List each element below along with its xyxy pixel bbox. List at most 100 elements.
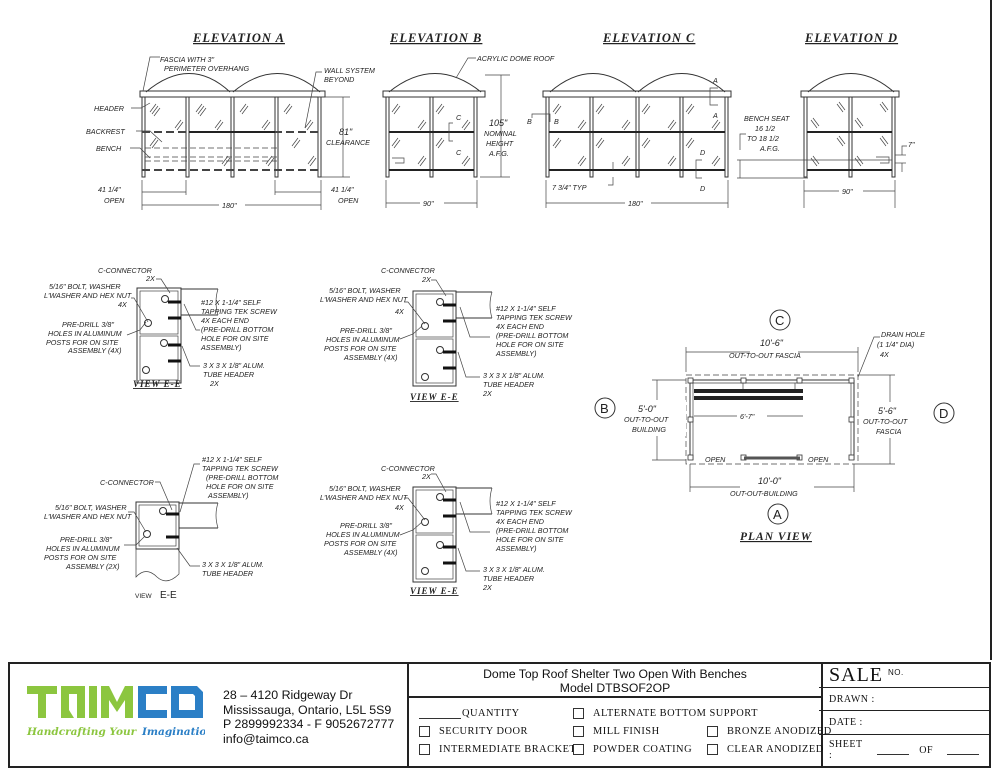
svg-text:POSTS FOR ON SITE: POSTS FOR ON SITE: [324, 539, 396, 548]
svg-text:4X EACH END: 4X EACH END: [496, 517, 544, 526]
sheet-number-input[interactable]: [877, 746, 910, 755]
label-left-dim: 5'-0": [638, 404, 657, 414]
label-bottom-dim: 10'-0": [758, 476, 782, 486]
label-bolt: 5/16" BOLT, WASHER: [329, 286, 401, 295]
label-height: 105": [489, 118, 508, 128]
svg-text:ASSEMBLY (4X): ASSEMBLY (4X): [343, 548, 398, 557]
svg-text:A: A: [773, 507, 782, 522]
label-clearance: 81": [339, 127, 353, 137]
glass-hatch: [149, 103, 317, 167]
svg-text:2X: 2X: [482, 389, 493, 398]
email-link[interactable]: info@taimco.ca: [223, 731, 309, 746]
svg-text:ASSEMBLY): ASSEMBLY): [495, 349, 536, 358]
label-c-connector: C-CONNECTOR: [381, 266, 435, 275]
date-row[interactable]: DATE :: [819, 711, 989, 735]
sale-label: SALE: [829, 664, 883, 686]
svg-text:POSTS FOR ON SITE: POSTS FOR ON SITE: [44, 553, 116, 562]
fascia: [139, 90, 326, 98]
label-clearance: CLEARANCE: [326, 138, 370, 147]
elevation-c-title: ELEVATION C: [602, 31, 695, 45]
label-screw: #12 X 1-1/4" SELF: [201, 298, 261, 307]
label-height: A.F.G.: [488, 149, 509, 158]
label-open-right: 41 1/4": [331, 185, 354, 194]
company-address: 28 – 4120 Ridgeway Dr Mississauga, Ontar…: [223, 688, 394, 746]
drawn-row[interactable]: DRAWN :: [819, 688, 989, 711]
marker-b: [594, 397, 616, 419]
marker-c: [769, 309, 791, 331]
svg-text:L'WASHER AND HEX NUT: L'WASHER AND HEX NUT: [320, 295, 408, 304]
label-width: 90": [842, 187, 853, 196]
section-marker-c: C: [456, 113, 462, 122]
address-line: Mississauga, Ontario, L5L 5S9: [223, 702, 392, 717]
sale-block: SALE NO. DRAWN : DATE : SHEET : OF: [819, 664, 989, 766]
section-marker-a: A: [712, 76, 718, 85]
checkbox[interactable]: [573, 708, 584, 719]
label-tube-header: 3 X 3 X 1/8" ALUM.: [483, 565, 545, 574]
logo-tagline: Handcrafting Your: [26, 726, 138, 738]
label-top-dim: 10'-6": [760, 338, 784, 348]
checkbox[interactable]: [573, 744, 584, 755]
svg-text:2X: 2X: [421, 472, 432, 481]
fascia: [542, 90, 732, 98]
svg-text:ASSEMBLY (4X): ASSEMBLY (4X): [343, 353, 398, 362]
posts: [141, 96, 322, 178]
quantity-field[interactable]: QUANTITY: [419, 708, 520, 719]
svg-text:2X: 2X: [145, 274, 156, 283]
label-bench-seat: TO 18 1/2: [747, 134, 779, 143]
svg-text:HOLE FOR ON SITE: HOLE FOR ON SITE: [201, 334, 269, 343]
svg-text:C: C: [775, 313, 784, 328]
checkbox-mill-finish[interactable]: MILL FINISH: [573, 726, 660, 737]
svg-text:B: B: [600, 401, 609, 416]
quantity-input[interactable]: [419, 709, 461, 719]
label-bench: BENCH: [96, 144, 122, 153]
checkbox[interactable]: [573, 726, 584, 737]
checkbox[interactable]: [707, 726, 718, 737]
svg-text:4X EACH END: 4X EACH END: [201, 316, 249, 325]
section-marker-a: A: [712, 111, 718, 120]
svg-text:ASSEMBLY): ASSEMBLY): [207, 491, 248, 500]
label-predrill: PRE-DRILL 3/8": [60, 535, 112, 544]
label-open-left: 41 1/4": [98, 185, 121, 194]
dome: [549, 73, 637, 93]
checkbox-alternate-bottom-support[interactable]: ALTERNATE BOTTOM SUPPORT: [573, 708, 758, 719]
sheet-total-input[interactable]: [947, 746, 979, 755]
checkbox-bronze-anodized[interactable]: BRONZE ANODIZED: [707, 726, 832, 737]
checkbox-intermediate-bracket[interactable]: INTERMEDIATE BRACKET: [419, 744, 576, 755]
sale-no-label: NO.: [888, 668, 904, 677]
svg-text:ASSEMBLY): ASSEMBLY): [495, 544, 536, 553]
posts: [803, 96, 896, 178]
checkbox-clear-anodized[interactable]: CLEAR ANODIZED: [707, 744, 824, 755]
section-marker-b: B: [554, 117, 559, 126]
label-bench-seat: 16 1/2: [755, 124, 775, 133]
sale-no-row: SALE NO.: [819, 664, 989, 688]
sheet-row: SHEET : OF: [819, 735, 989, 765]
glass-hatch: [552, 103, 721, 167]
svg-text:POSTS FOR ON SITE: POSTS FOR ON SITE: [324, 344, 396, 353]
svg-text:4X: 4X: [395, 307, 405, 316]
svg-text:HOLES IN ALUMINUM: HOLES IN ALUMINUM: [48, 329, 122, 338]
shelter-drawing: ELEVATION A: [44, 0, 992, 660]
sheet-label: SHEET :: [829, 739, 863, 761]
drawn-label: DRAWN :: [829, 693, 875, 705]
svg-text:TAPPING TEK SCREW: TAPPING TEK SCREW: [496, 313, 573, 322]
checkbox[interactable]: [419, 726, 430, 737]
label-typ: 7 3/4" TYP: [552, 183, 587, 192]
label-left-dim: BUILDING: [632, 425, 666, 434]
section-marker-b: B: [527, 117, 532, 126]
svg-text:TUBE HEADER: TUBE HEADER: [483, 380, 534, 389]
svg-text:4X: 4X: [395, 503, 405, 512]
label-bottom-dim: OUT-OUT-BUILDING: [730, 489, 798, 498]
svg-text:2X: 2X: [421, 275, 432, 284]
checkbox[interactable]: [707, 744, 718, 755]
section-marker-d: D: [700, 184, 705, 193]
checkbox[interactable]: [419, 744, 430, 755]
glass-hatch: [810, 101, 889, 167]
label-right-dim: FASCIA: [876, 427, 902, 436]
svg-text:(1 1/4" DIA): (1 1/4" DIA): [877, 340, 914, 349]
checkbox-security-door[interactable]: SECURITY DOOR: [419, 726, 528, 737]
svg-text:(PRE-DRILL BOTTOM: (PRE-DRILL BOTTOM: [496, 526, 568, 535]
elevation-d: ELEVATION D BENCH SEAT 16 1/2 TO 18 1/2 …: [737, 31, 915, 208]
label-width: 180": [628, 199, 643, 208]
svg-text:L'WASHER AND HEX NUT: L'WASHER AND HEX NUT: [320, 493, 408, 502]
checkbox-powder-coating[interactable]: POWDER COATING: [573, 744, 692, 755]
